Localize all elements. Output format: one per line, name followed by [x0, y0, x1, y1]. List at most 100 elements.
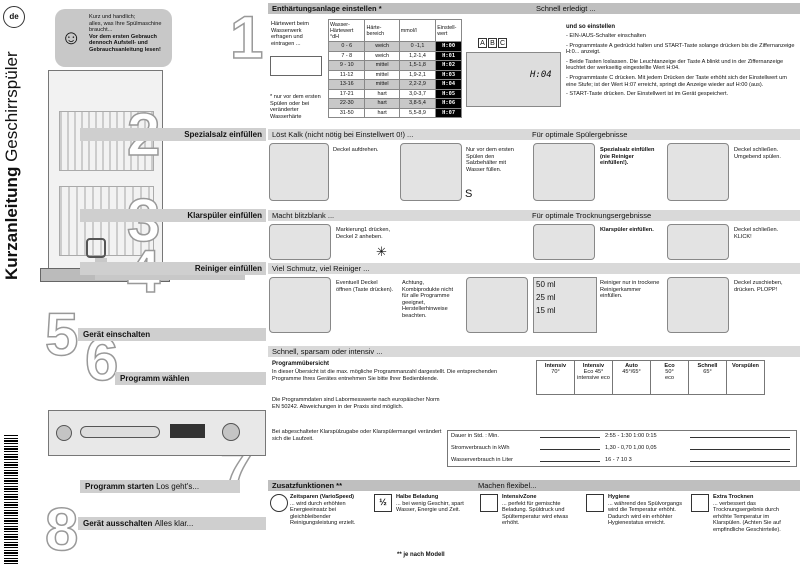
program-name: Schnell [697, 363, 718, 369]
zusatz-header: Zusatzfunktionen ** Machen flexibel... [268, 480, 800, 491]
program-vorspuelen[interactable]: Vorspülen [726, 360, 765, 395]
td: 1,2-1,4 [398, 50, 437, 61]
td: hart [364, 88, 400, 99]
td-code: H:06 [435, 98, 462, 109]
td: weich [364, 50, 400, 61]
step-8-title: Gerät ausschalten [83, 519, 153, 528]
data-label: Wasserverbrauch in Liter [451, 457, 513, 463]
intro-warning: Gebrauchsanleitung lesen! [89, 46, 161, 53]
data-value: 1,30 - 0,70 1,00 0,05 [605, 445, 657, 451]
settings-step: - Programmtaste A gedrückt halten und ST… [566, 42, 795, 56]
button-c[interactable]: C [498, 38, 507, 48]
rinse-image-4 [667, 224, 729, 260]
power-button[interactable] [56, 425, 72, 441]
hygiene-icon [586, 494, 604, 512]
section-6-bar: Schnell, sparsam oder intensiv ... [268, 346, 800, 357]
section-3-right: Für optimale Trocknungsergebnisse [532, 211, 652, 220]
td: mittel [364, 79, 400, 90]
display [170, 424, 205, 438]
td: 11-12 [327, 69, 366, 80]
button-b[interactable]: B [488, 38, 497, 48]
zusatz-item-text: ... bei wenig Geschirr, spart Wasser, En… [396, 500, 464, 514]
varioSpeed-icon [270, 494, 288, 512]
detergent-text-4: Deckel zuschieben, drücken. PLOPP! [734, 280, 783, 293]
program-buttons[interactable] [80, 426, 160, 438]
title-light: Geschirrspüler [2, 51, 21, 162]
zusatz-note: ** je nach Modell [397, 552, 445, 558]
td-code: H:04 [435, 79, 462, 90]
td: 2,2-2,9 [398, 79, 437, 90]
zusatz-item: Zeitsparen (VarioSpeed) ... wird durch e… [290, 494, 360, 527]
settings-steps: - EIN-/AUS-Schalter einschalten - Progra… [566, 33, 798, 98]
panel-illustration [466, 52, 561, 107]
td: 3,0-3,7 [398, 88, 437, 99]
program-data-box [447, 430, 797, 467]
overview-text-3: Bei abgeschalteter Klarspülzugabe oder K… [272, 429, 442, 442]
data-arrow [690, 449, 790, 450]
settings-step: - EIN-/AUS-Schalter einschalten [566, 33, 646, 39]
zusatz-item-title: IntensivZone [502, 494, 537, 500]
hardness-entry-box[interactable] [270, 56, 322, 76]
zusatz-item: Hygiene ... während des Spülvorgangs wir… [608, 494, 686, 527]
step-5-label: Gerät einschalten [78, 328, 266, 341]
zusatz-item: Extra Trocknen ... verbessert das Trockn… [713, 494, 798, 534]
dishwasher-illustration [48, 70, 163, 270]
connector-arrow [95, 270, 245, 280]
salt-image-1 [269, 143, 329, 201]
td: hart [364, 98, 400, 109]
zusatz-item-title: Extra Trocknen [713, 494, 754, 500]
detergent-text-1: Eventuell Deckel öffnen (Taste drücken). [336, 280, 394, 293]
section-2-bar: Löst Kalk (nicht nötig bei Einstellwert … [268, 129, 800, 140]
water-icon: S [465, 188, 473, 200]
overview-text-1: In dieser Übersicht ist die max. möglich… [272, 369, 498, 382]
program-name: Vorspülen [732, 363, 759, 369]
step-3-label: Klarspüler einfüllen [80, 209, 266, 222]
step-7-title: Programm starten [85, 482, 154, 491]
start-button[interactable] [222, 423, 240, 441]
detergent-image-2 [466, 277, 528, 333]
button-a[interactable]: A [478, 38, 487, 48]
program-name: Intensiv [582, 363, 605, 369]
th-wasser: Wasser-Härtewert °dH [327, 19, 366, 42]
data-label: Stromverbrauch in kWh [451, 445, 510, 451]
salt-text-2: Nur vor dem ersten Spülen den Salzbehält… [466, 147, 514, 173]
salt-image-3 [533, 143, 595, 201]
panel-display: H:04 [530, 70, 552, 80]
step-7-suffix: Los geht's... [156, 482, 200, 491]
section-1-header: Enthärtungsanlage einstellen * Schnell e… [268, 3, 800, 14]
section-2-left: Löst Kalk (nicht nötig bei Einstellwert … [272, 130, 414, 139]
zusatz-item-title: Halbe Beladung [396, 494, 439, 500]
td: 31-50 [327, 107, 366, 118]
step-number-1: 1 [229, 4, 264, 71]
dosage-15: 15 ml [536, 306, 556, 315]
zusatz-item-title: Zeitsparen (VarioSpeed) [290, 494, 355, 500]
td-code: H:05 [435, 88, 462, 99]
zusatz-item-text: ... verbessert das Trocknungsergebnis du… [713, 500, 781, 533]
td-code: H:00 [435, 41, 462, 52]
program-name: Eco [664, 363, 675, 369]
rinse-image-3 [533, 224, 595, 260]
language-badge: de [3, 6, 25, 28]
zusatz-item-text: ... perfekt für gemischte Beladung. Spül… [502, 500, 569, 527]
td: 7 - 8 [327, 50, 366, 61]
detergent-image-4 [667, 277, 729, 333]
step-6-label: Programm wählen [115, 372, 266, 385]
intensive-zone-icon [480, 494, 498, 512]
program-temp: 50° [665, 369, 674, 375]
td: 5,5-8,9 [398, 107, 437, 118]
data-arrow [540, 449, 600, 450]
td: hart [364, 107, 400, 118]
salt-text-4: Deckel schließen. Umgebend spülen. [734, 147, 781, 160]
program-sub: intensive eco [577, 375, 610, 381]
th-bereich: Härte-bereich [364, 19, 400, 42]
data-arrow [540, 461, 600, 462]
zusatz-item: IntensivZone ... perfekt für gemischte B… [502, 494, 580, 527]
intro-line: Kurz und handlich; [89, 14, 136, 20]
salt-text-3: Spezialsalz einfüllen (nie Reiniger einf… [600, 147, 655, 167]
